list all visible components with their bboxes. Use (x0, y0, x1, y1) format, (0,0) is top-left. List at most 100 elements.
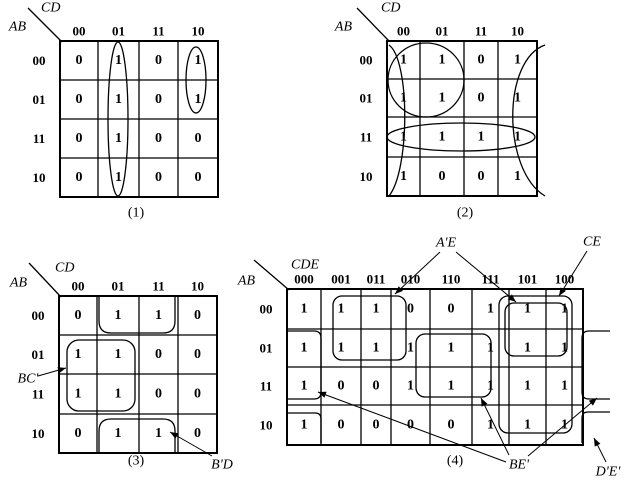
row-header: 11 (260, 379, 272, 394)
group-loop (185, 46, 207, 114)
row-header: 10 (32, 426, 45, 441)
kmap-cell-value: 1 (115, 170, 122, 185)
column-variable-label: CDE (291, 258, 319, 273)
kmap-cell-value: 1 (514, 91, 521, 106)
annotation-arrow-head (318, 391, 327, 398)
kmap-cell-value: 1 (448, 341, 455, 356)
group-loop-wrap-left (388, 44, 406, 197)
kmap-cell-value: 1 (155, 426, 162, 441)
kmap-cell-value: 1 (478, 130, 485, 145)
annotation-arrow (527, 397, 598, 457)
column-header: 11 (152, 24, 164, 39)
kmap-cell-value: 1 (115, 131, 122, 146)
row-header: 10 (33, 170, 46, 185)
kmap-header-diagonal (253, 259, 290, 291)
annotation-arrow (169, 431, 213, 457)
kmap-header-diagonal (28, 262, 62, 298)
kmap-cell-value: 0 (155, 387, 162, 402)
annotation-arrow-head (594, 438, 601, 447)
kmap-cell-value: 0 (407, 418, 414, 433)
kmap-cell-value: 0 (155, 347, 162, 362)
kmap-cell-value: 1 (439, 130, 446, 145)
row-variable-label: AB (237, 274, 256, 289)
column-header: 111 (481, 272, 499, 287)
kmap-cell-value: 1 (400, 91, 407, 106)
row-variable-label: AB (9, 276, 28, 291)
column-variable-label: CD (381, 1, 400, 16)
kmap-cell-value: 1 (115, 308, 122, 323)
group-loop (498, 295, 573, 434)
column-header: 10 (192, 24, 205, 39)
kmap-cell-value: 1 (155, 308, 162, 323)
kmap-cell-value: 1 (524, 341, 531, 356)
map-1-groupings (107, 41, 207, 197)
group-loop-corner (581, 411, 610, 443)
row-header: 10 (260, 418, 273, 433)
column-header: 110 (442, 272, 461, 287)
kmap-cell-value: 0 (338, 418, 345, 433)
kmap-cell-value: 1 (195, 92, 202, 107)
annotation-arrow (394, 251, 441, 295)
annotation-arrow (455, 251, 517, 303)
row-header: 01 (360, 91, 373, 106)
column-header: 10 (511, 24, 524, 39)
kmap-cell-value: 1 (400, 169, 407, 184)
group-loop-corner (287, 412, 322, 443)
column-header: 101 (518, 272, 538, 287)
kmap-cell-value: 1 (561, 341, 568, 356)
kmap-cell-value: 0 (75, 308, 82, 323)
kmap-cell-value: 1 (115, 53, 122, 68)
kmap-header-diagonal (27, 7, 63, 43)
group-loop-wrap-top (98, 296, 176, 334)
kmap-cell-value: 1 (338, 341, 345, 356)
kmap-cell-value: 1 (439, 91, 446, 106)
kmap-cell-value: 1 (561, 302, 568, 317)
annotation-arrow-head (481, 398, 488, 407)
kmap-cell-value: 1 (301, 302, 308, 317)
kmap-cell-value: 0 (195, 131, 202, 146)
row-header: 00 (32, 308, 45, 323)
kmap-cell-value: 0 (439, 169, 446, 184)
kmap-cell-value: 0 (478, 53, 485, 68)
annotation-arrow (317, 391, 507, 463)
row-header: 00 (260, 302, 273, 317)
group-label: BC' (18, 372, 40, 387)
column-header: 011 (367, 272, 386, 287)
kmap-cell-value: 1 (373, 302, 380, 317)
annotation-arrow-head (507, 294, 516, 302)
kmap-cell-value: 1 (301, 341, 308, 356)
group-loop-wrap-right (512, 44, 546, 197)
map-caption: (3) (128, 454, 145, 469)
row-header: 10 (360, 169, 373, 184)
kmap-cell-value: 0 (194, 347, 201, 362)
kmap-cell-value: 1 (407, 379, 414, 394)
kmap-cell-value: 0 (155, 53, 162, 68)
kmap-cell-value: 1 (301, 418, 308, 433)
group-label: D'E' (595, 465, 622, 480)
column-variable-label: CD (41, 1, 60, 16)
annotation-arrow (558, 250, 588, 297)
annotation-arrow-head (170, 432, 179, 439)
kmap-cell-value: 1 (514, 169, 521, 184)
annotation-arrow-head (57, 367, 66, 374)
group-loop (332, 295, 407, 361)
kmap-cell-value: 0 (478, 169, 485, 184)
map-caption: (2) (457, 206, 474, 221)
group-label: B'D (211, 458, 233, 473)
annotation-arrow-head (588, 398, 597, 406)
kmap-cell-value: 0 (76, 170, 83, 185)
group-loop-wrap-left (287, 330, 322, 400)
kmap-cell-value: 0 (75, 426, 82, 441)
kmap-cell-value: 1 (195, 53, 202, 68)
kmap-cell-value: 1 (115, 387, 122, 402)
kmap-cell-value: 0 (448, 302, 455, 317)
column-header: 01 (112, 24, 125, 39)
annotation-arrow (480, 397, 510, 456)
column-header: 00 (73, 24, 86, 39)
kmap-cell-value: 1 (400, 53, 407, 68)
group-loop (415, 333, 492, 398)
row-header: 00 (360, 53, 373, 68)
column-header: 001 (331, 272, 351, 287)
